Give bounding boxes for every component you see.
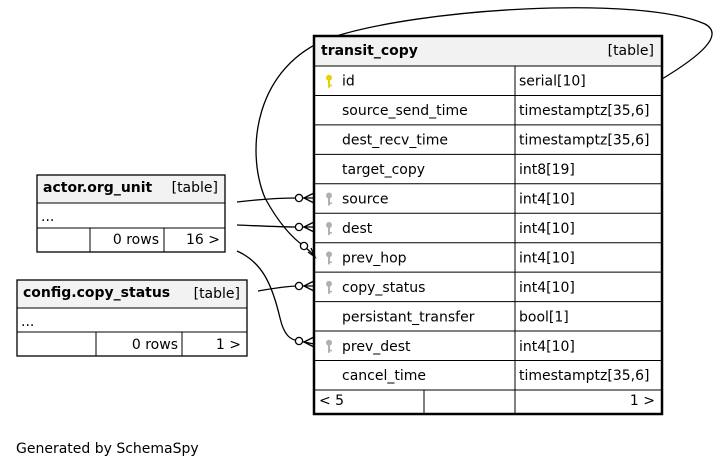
foreign-key-icon bbox=[326, 221, 332, 235]
table-transit-copy[interactable]: transit_copy [table] id serial[10] source_… bbox=[312, 34, 664, 416]
copy-status-rows: 0 rows bbox=[132, 337, 178, 353]
copy-status-border bbox=[16, 279, 248, 357]
table-org-unit[interactable]: actor.org_unit [table] ... 0 rows 16 > bbox=[36, 174, 226, 253]
org-unit-children[interactable]: 16 > bbox=[186, 232, 220, 248]
column-type: timestamptz[35,6] bbox=[519, 103, 649, 119]
generated-by-footer: Generated by SchemaSpy bbox=[16, 441, 199, 457]
column-name[interactable]: source_send_time bbox=[342, 103, 468, 119]
crows-foot-copy-status bbox=[303, 280, 315, 292]
optionality-circles bbox=[294, 193, 309, 346]
org-unit-rows: 0 rows bbox=[113, 232, 159, 248]
circle-source bbox=[294, 193, 304, 203]
primary-key-icon bbox=[326, 74, 332, 88]
column-name[interactable]: persistant_transfer bbox=[342, 309, 475, 325]
table-kind-label: [table] bbox=[608, 43, 654, 59]
column-type: bool[1] bbox=[519, 309, 569, 325]
table-title: transit_copy bbox=[321, 43, 418, 59]
copy-status-title: config.copy_status bbox=[23, 285, 170, 301]
circle-dest bbox=[294, 222, 304, 232]
circle-prev-dest bbox=[294, 336, 304, 346]
column-name[interactable]: source bbox=[342, 192, 389, 208]
column-name[interactable]: prev_dest bbox=[342, 339, 411, 355]
table-copy-status[interactable]: config.copy_status [table] ... 0 rows 1 … bbox=[16, 279, 248, 357]
circle-copy-status bbox=[294, 281, 304, 291]
column-type: int4[10] bbox=[519, 192, 575, 208]
column-type: int4[10] bbox=[519, 280, 575, 296]
crows-foot-dest bbox=[303, 221, 315, 233]
org-unit-header-bg bbox=[37, 175, 225, 203]
column-name[interactable]: cancel_time bbox=[342, 368, 426, 384]
column-type: int8[19] bbox=[519, 162, 575, 178]
footer-children[interactable]: 1 > bbox=[630, 393, 655, 409]
transit-copy-border bbox=[312, 34, 664, 416]
foreign-key-icon bbox=[326, 339, 332, 353]
transit-copy-header-bg bbox=[314, 36, 662, 66]
org-unit-kind: [table] bbox=[172, 180, 218, 196]
column-type: timestamptz[35,6] bbox=[519, 133, 649, 149]
org-unit-border bbox=[36, 174, 226, 253]
foreign-key-icon bbox=[326, 280, 332, 294]
copy-status-ellipsis: ... bbox=[21, 314, 34, 330]
column-name[interactable]: prev_hop bbox=[342, 250, 407, 266]
self-reference-line bbox=[255, 7, 713, 257]
org-unit-to-prev-dest-line bbox=[236, 250, 315, 345]
org-unit-ellipsis: ... bbox=[41, 209, 54, 225]
column-type: serial[10] bbox=[519, 74, 586, 90]
column-type: timestamptz[35,6] bbox=[519, 368, 649, 384]
copy-status-children[interactable]: 1 > bbox=[216, 337, 241, 353]
footer-parents[interactable]: < 5 bbox=[319, 393, 344, 409]
column-name[interactable]: copy_status bbox=[342, 280, 425, 296]
column-name[interactable]: id bbox=[342, 74, 355, 90]
column-name[interactable]: dest_recv_time bbox=[342, 133, 448, 149]
crows-foot-prev-dest bbox=[303, 336, 315, 348]
foreign-key-icon bbox=[326, 251, 332, 265]
transit-copy-rows: id serial[10] source_send_time timestamptz[… bbox=[314, 66, 662, 390]
column-type: int4[10] bbox=[519, 339, 575, 355]
column-name[interactable]: target_copy bbox=[342, 162, 425, 178]
circle-prev-hop bbox=[299, 241, 309, 251]
column-type: int4[10] bbox=[519, 221, 575, 237]
copy-status-kind: [table] bbox=[194, 286, 240, 302]
org-unit-title: actor.org_unit bbox=[43, 180, 153, 196]
copy-status-header-bg bbox=[17, 280, 247, 308]
crows-foot-source bbox=[303, 192, 315, 204]
column-name[interactable]: dest bbox=[342, 221, 373, 237]
column-type: int4[10] bbox=[519, 250, 575, 266]
foreign-key-icon bbox=[326, 192, 332, 206]
